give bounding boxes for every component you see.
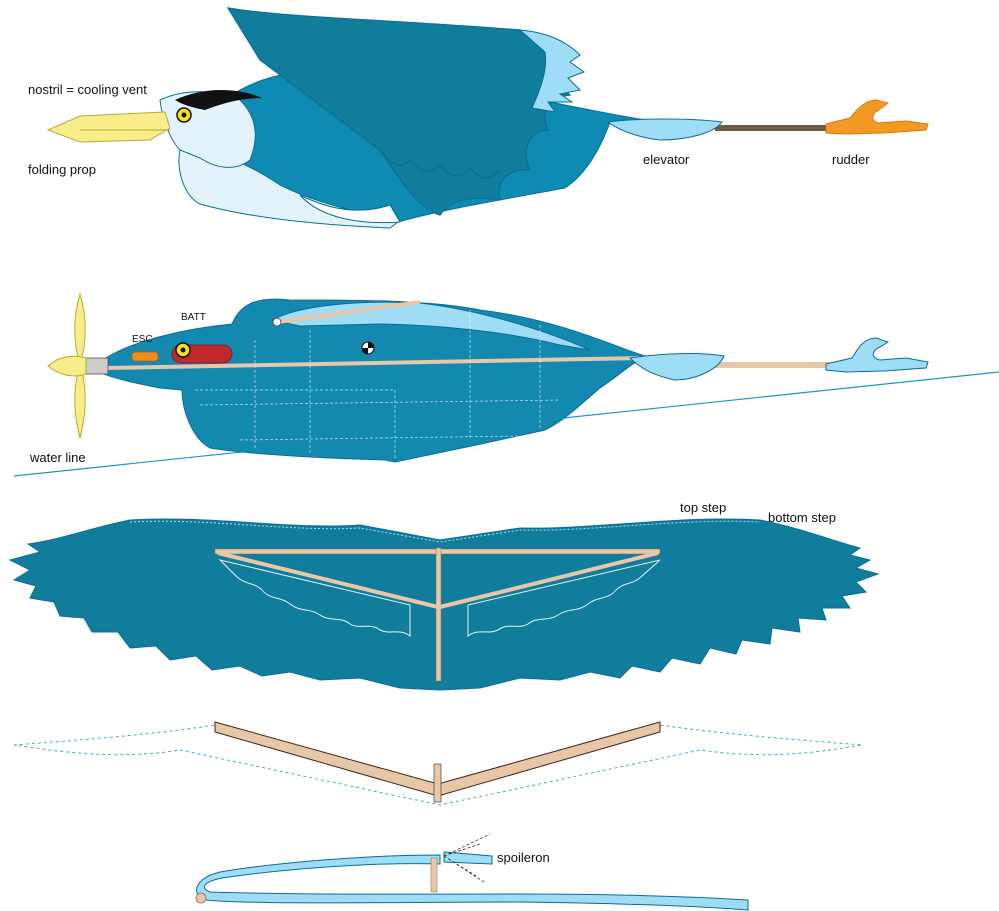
wing-scallops [379, 149, 501, 179]
wing-center-spar [435, 547, 442, 682]
motor [85, 357, 109, 375]
label-water-line: water line [29, 450, 86, 465]
heron-side-view [46, 7, 929, 229]
airfoil-section [195, 833, 749, 911]
fuselage [99, 298, 647, 463]
wing-top-view [8, 518, 880, 691]
spoileron-deflection [443, 833, 491, 883]
airfoil-spar [430, 857, 438, 893]
wing-left-strut [217, 551, 439, 609]
label-bottom-step: bottom step [768, 510, 836, 525]
dihedral-outline [13, 724, 863, 806]
wing-right-strut [439, 551, 659, 609]
label-folding-prop: folding prop [28, 162, 96, 177]
label-batt: BATT [181, 312, 206, 323]
eye-pupil-2 [180, 347, 186, 353]
leading-edge-rod [195, 892, 207, 904]
head-crest [175, 89, 262, 110]
wing-tip-feathers [518, 29, 586, 113]
pivot-icon [272, 317, 282, 327]
label-nostril: nostril = cooling vent [28, 82, 147, 97]
rudder-shape [825, 99, 929, 135]
wing-scallops-left [218, 559, 411, 638]
tail-feathers [299, 194, 401, 224]
tail-rod-2 [705, 362, 830, 368]
technical-side-view [13, 292, 999, 477]
panel-lines [195, 310, 561, 460]
esc-box [131, 351, 159, 362]
wing-front-view [13, 721, 863, 806]
main-spar [104, 356, 641, 370]
dihedral-post [433, 763, 442, 803]
spinner [47, 355, 87, 377]
rudder-2 [825, 337, 929, 373]
label-elevator: elevator [643, 152, 690, 167]
elevator-shape [606, 118, 723, 141]
spoileron [443, 851, 493, 865]
eye-pupil [181, 112, 187, 118]
tail-rod [715, 125, 835, 131]
label-rudder: rudder [832, 152, 870, 167]
canopy [270, 301, 591, 351]
label-spoileron: spoileron [497, 850, 550, 865]
wing-scallops-right [467, 559, 661, 638]
label-esc: ESC [132, 334, 153, 345]
heron-underside [178, 149, 400, 229]
wing-rod [277, 300, 421, 324]
elevator-2 [628, 353, 725, 381]
beak [46, 111, 171, 143]
cg-icon [361, 341, 375, 355]
airfoil-shape [196, 854, 749, 911]
label-top-step: top step [680, 500, 726, 515]
